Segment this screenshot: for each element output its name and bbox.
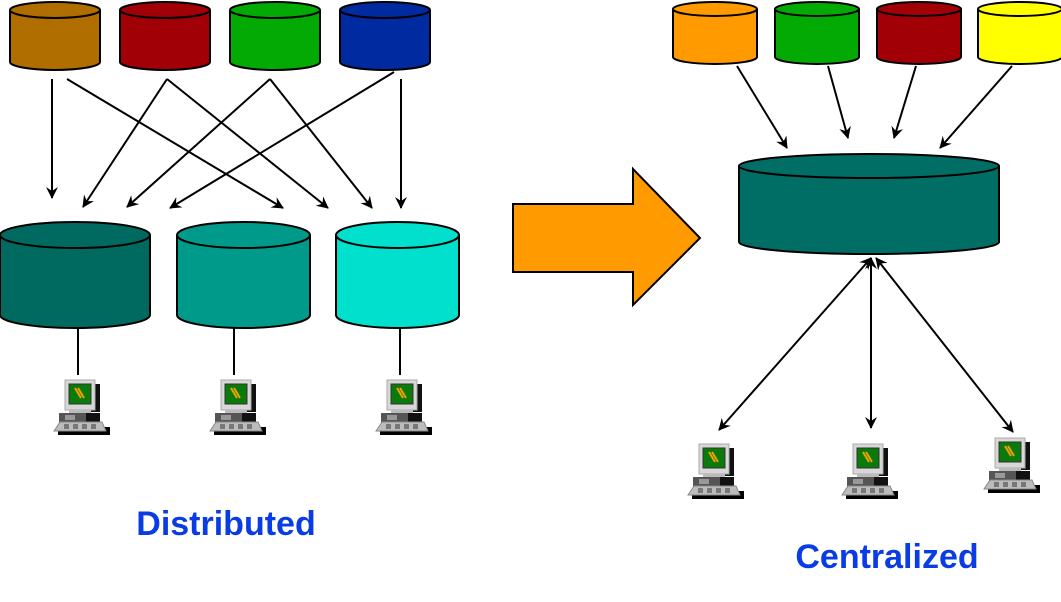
centralized-feed-arrow	[891, 65, 917, 139]
centralized-feed-arrow	[736, 65, 788, 149]
distributed-target-db-1	[0, 221, 151, 329]
client-sync-arrow	[718, 257, 872, 431]
distributed-source-db-4	[339, 1, 431, 71]
distributed-label: Distributed	[136, 505, 315, 543]
client-sync-arrow	[875, 257, 1014, 433]
distributed-client-computer-icon	[209, 379, 267, 436]
distributed-connection-arrow	[269, 78, 373, 209]
centralized-feed-arrow	[939, 65, 1013, 149]
distributed-source-db-1	[9, 1, 101, 71]
transition-arrow-icon	[512, 166, 702, 308]
centralized-feed-arrow	[827, 65, 851, 139]
centralized-client-computer-icon	[983, 437, 1041, 494]
distributed-source-db-3	[229, 1, 321, 71]
distributed-connection-arrow	[166, 78, 329, 209]
centralized-source-db-3	[876, 1, 962, 65]
centralized-source-db-4	[977, 1, 1061, 65]
distributed-connection-arrow	[66, 78, 284, 209]
distributed-target-db-2	[176, 221, 311, 329]
distributed-client-computer-icon	[53, 379, 111, 436]
distributed-target-db-3	[335, 221, 460, 329]
distributed-source-db-2	[119, 1, 211, 71]
distributed-connection-arrow	[82, 78, 168, 208]
centralized-central-db	[738, 153, 1000, 255]
distributed-connection-arrow	[126, 78, 271, 208]
distributed-connection-arrow	[169, 71, 395, 209]
centralized-source-db-2	[774, 1, 860, 65]
distributed-client-computer-icon	[375, 379, 433, 436]
centralized-source-db-1	[672, 1, 758, 65]
centralized-label: Centralized	[795, 538, 978, 576]
centralized-client-computer-icon	[687, 443, 745, 500]
centralized-client-computer-icon	[841, 443, 899, 500]
